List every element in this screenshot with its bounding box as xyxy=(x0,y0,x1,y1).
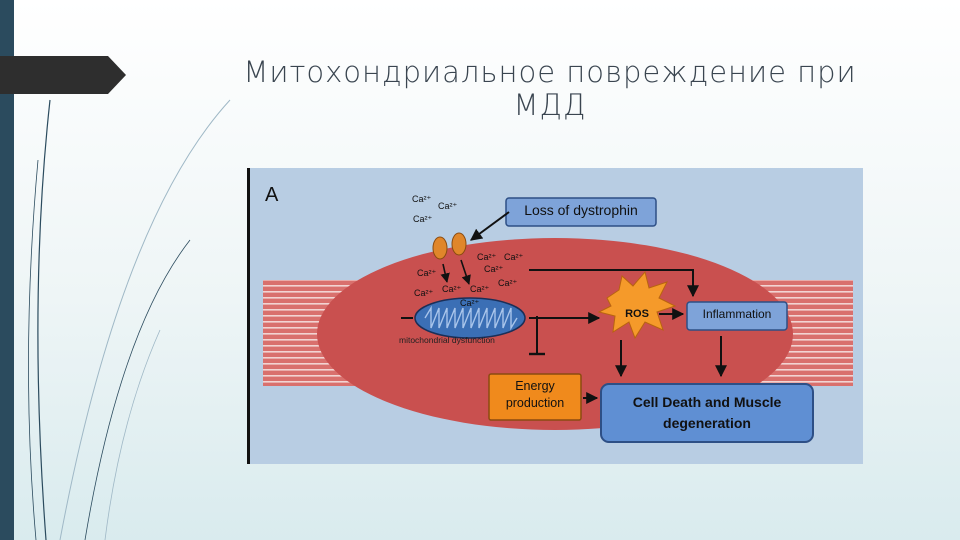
muscle-cell xyxy=(317,238,793,430)
figure-left-border xyxy=(247,168,250,464)
ros-burst xyxy=(597,270,677,340)
ion-channel-2 xyxy=(451,232,467,256)
cell-death-label: Cell Death and Muscle degeneration xyxy=(601,392,813,434)
title-arrow-marker xyxy=(0,56,126,94)
cell-death-line1: Cell Death and Muscle xyxy=(632,394,782,410)
ion-label: Ca²⁺ xyxy=(413,214,433,224)
cell-death-line2: degeneration xyxy=(663,415,751,431)
ion-label: Ca²⁺ xyxy=(414,288,434,298)
ion-label: Ca²⁺ xyxy=(442,284,462,294)
cell-death-box xyxy=(600,383,814,443)
ion-label: Ca²⁺ xyxy=(460,298,480,308)
ion-label: Ca²⁺ xyxy=(438,201,458,211)
left-accent-bar xyxy=(0,0,14,540)
ion-label: Ca²⁺ xyxy=(477,252,497,262)
panel-letter: A xyxy=(265,184,279,206)
diagram-figure: A Loss of dystrophin Inflammation ROS En… xyxy=(247,168,863,464)
energy-line2: production xyxy=(505,396,565,410)
ion-channel-1 xyxy=(432,236,448,260)
ion-label: Ca²⁺ xyxy=(412,194,432,204)
slide-title-line1: Митохондриальное повреждение при xyxy=(243,55,857,89)
loss-of-dystrophin-box xyxy=(505,197,657,227)
slide-title: Митохондриальное повреждение при МДД xyxy=(230,56,870,122)
ion-label: Ca²⁺ xyxy=(484,264,504,274)
inflammation-label: Inflammation xyxy=(702,307,772,321)
loss-of-dystrophin-label: Loss of dystrophin xyxy=(524,202,638,218)
ion-label: Ca²⁺ xyxy=(498,278,518,288)
decorative-lines xyxy=(28,99,231,540)
slide-title-line2: МДД xyxy=(513,88,587,122)
ion-label: Ca²⁺ xyxy=(417,268,437,278)
energy-production-box xyxy=(488,373,582,421)
mito-dysfunction-label: mitochondrial dysfunction xyxy=(399,335,495,345)
ion-label: Ca²⁺ xyxy=(504,252,524,262)
mitochondrion xyxy=(414,297,526,339)
diagram-canvas xyxy=(263,197,853,443)
inflammation-box xyxy=(686,301,788,331)
energy-line1: Energy xyxy=(515,379,555,393)
ion-label: Ca²⁺ xyxy=(470,284,490,294)
energy-production-label: Energy production xyxy=(489,378,581,412)
ros-label: ROS xyxy=(625,308,649,320)
